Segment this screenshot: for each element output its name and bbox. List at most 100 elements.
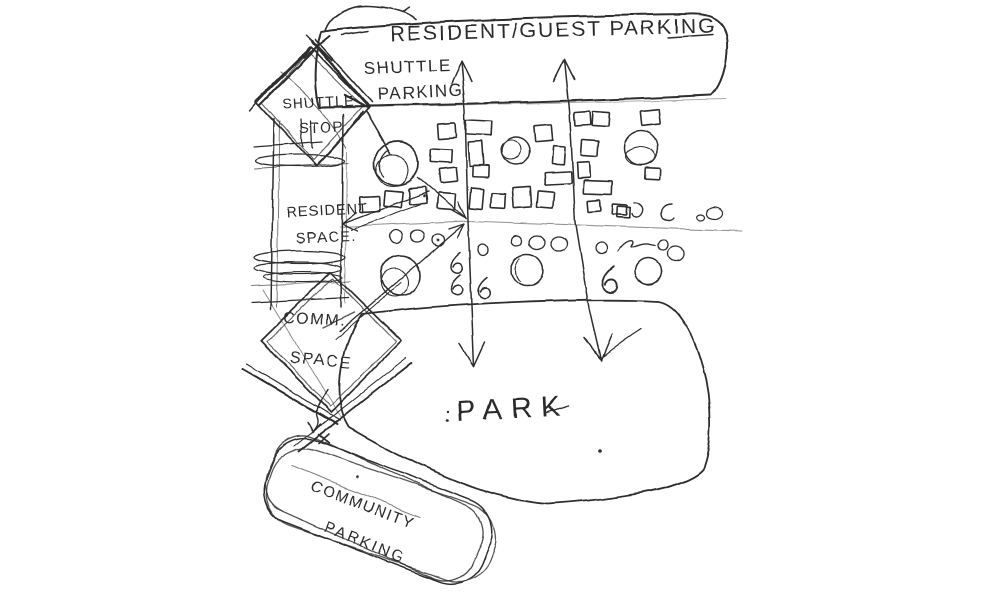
street-line — [339, 220, 743, 232]
building-rect — [575, 160, 592, 180]
building-rect — [489, 192, 508, 210]
connector-blob-to-shuttle-stop — [311, 40, 370, 108]
tree-circle — [374, 140, 420, 186]
label-shuttle-stop-line1: SHUTTLE — [281, 93, 355, 113]
arrowhead-stroke — [584, 337, 602, 361]
arrowhead-stroke — [308, 421, 315, 432]
tree-inner-stroke — [514, 257, 521, 283]
building-rect — [643, 166, 662, 181]
speck — [422, 194, 426, 198]
strip-cross-line — [251, 297, 350, 304]
small-tree — [550, 236, 568, 252]
zone-park-outline — [338, 298, 711, 505]
arrowhead-stroke — [473, 341, 486, 367]
small-tree — [667, 246, 685, 262]
strip-hatch-ellipse — [253, 261, 343, 275]
tree-circle — [379, 255, 421, 297]
arrowhead-stroke — [460, 61, 472, 83]
park-k-tail — [545, 404, 570, 413]
small-tree — [477, 242, 489, 256]
zone-bottom-edge-restroke — [319, 98, 727, 109]
label-park: PARK — [456, 390, 570, 428]
strip-hatch-ellipse — [262, 271, 344, 283]
zone-community-parking-outline — [263, 437, 493, 585]
shuttle-stop-overshoot — [249, 85, 271, 111]
arrowhead-stroke — [448, 223, 465, 230]
scribble-six — [450, 274, 464, 296]
cross-stroke — [302, 35, 331, 59]
sketch-shapes-layer — [242, 5, 743, 585]
tree-circle — [500, 139, 522, 161]
building-rect — [407, 186, 428, 206]
arrowhead-stroke — [457, 201, 467, 219]
comm-space-cross-stroke — [246, 363, 341, 421]
small-tree — [695, 213, 705, 221]
tree-circle — [379, 268, 409, 298]
speck — [445, 419, 449, 423]
small-tree-arc — [660, 203, 675, 222]
connector-shuttle-stop-to-tree — [365, 111, 391, 154]
zone-community-parking-outline — [265, 447, 497, 583]
arrow-hook-stroke — [600, 328, 642, 359]
small-tree-dot — [436, 238, 440, 242]
resident-strip-edge — [276, 120, 281, 308]
building-rect — [468, 186, 485, 211]
building-rect — [436, 121, 458, 140]
zone-top-hump-stroke — [325, 5, 416, 32]
building-rect — [590, 110, 611, 128]
scribble-six — [602, 265, 619, 293]
scribble-six — [477, 277, 491, 299]
building-rect — [435, 191, 457, 211]
street-arrow-shaft — [563, 59, 602, 361]
strip-tick — [300, 118, 304, 148]
comm-space-cross-stroke — [298, 362, 412, 452]
arrowhead-stroke — [459, 343, 475, 367]
tree-inner-stroke — [379, 149, 389, 177]
strip-cross-line — [252, 141, 323, 148]
label-shuttle-stop-line2: STOP — [299, 119, 345, 137]
small-tree — [705, 206, 723, 220]
building-rect — [464, 119, 494, 137]
arrow-to-junction — [417, 177, 467, 219]
dash-stroke — [341, 30, 369, 36]
speck — [356, 475, 360, 479]
arrowhead-stroke — [456, 223, 465, 239]
building-rect — [438, 166, 459, 184]
building-rect — [512, 185, 534, 209]
arrowhead-stroke — [451, 209, 467, 219]
zone-comm-space-diamond — [260, 271, 402, 413]
building-rect — [543, 170, 573, 186]
community-parking-inner-stroke — [291, 465, 421, 518]
scribble-six — [450, 252, 464, 274]
shuttle-stop-inner-stroke — [317, 111, 363, 164]
building-rect — [536, 189, 556, 209]
building-rect — [382, 189, 404, 209]
strip-cross-line — [250, 280, 351, 287]
tree-circle — [634, 257, 662, 285]
tree-circle — [510, 253, 544, 287]
zone-community-parking-outline — [264, 434, 484, 582]
tree-circle — [501, 136, 531, 166]
building-rect — [639, 108, 662, 127]
cross-stroke — [306, 35, 333, 61]
building-rect — [615, 204, 632, 219]
label-shuttle-parking-line2: PARKING — [377, 81, 464, 104]
building-rect — [533, 123, 554, 143]
tree-circle — [376, 153, 410, 187]
building-rect — [572, 110, 592, 127]
connector-blob-to-shuttle-stop — [315, 39, 373, 103]
building-rect — [550, 144, 566, 166]
speck — [598, 449, 602, 453]
small-tree — [594, 242, 608, 256]
small-tree — [528, 234, 546, 250]
label-comm-space-line2: SPACE — [289, 349, 353, 372]
small-tree — [431, 233, 445, 247]
resident-strip-edge — [344, 151, 348, 305]
scribble-mark — [617, 240, 656, 253]
arrowhead-stroke — [313, 423, 322, 432]
strip-hatch-ellipse — [253, 249, 347, 265]
label-resident-space-line2: SPACE. — [296, 229, 358, 247]
strip-hatch-ellipse — [254, 154, 346, 168]
arrowhead-stroke — [341, 223, 358, 232]
arrow-to-resident-space — [350, 203, 422, 231]
